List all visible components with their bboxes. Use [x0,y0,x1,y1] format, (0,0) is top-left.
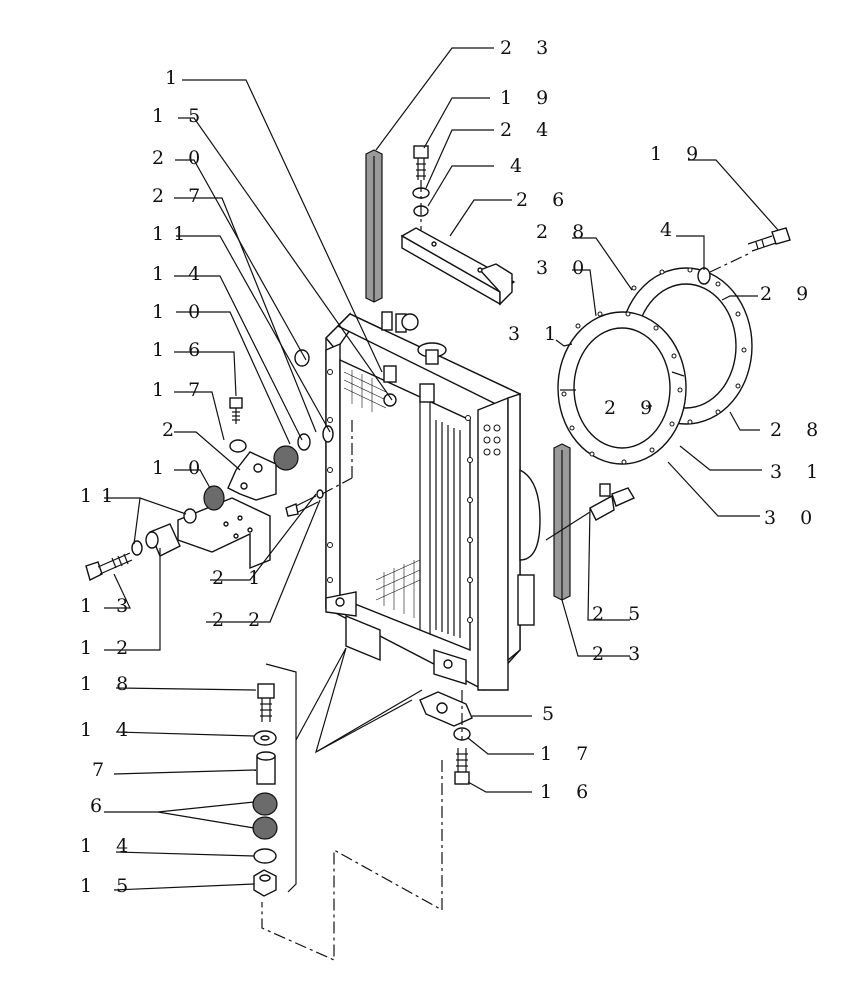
callout-18: 1 8 [80,673,137,695]
callout-7: 7 [92,759,113,781]
callout-30: 3 0 [536,257,593,279]
bottom-parts [252,683,473,897]
callout-19: 1 9 [500,87,557,109]
shroud-rings [557,227,791,465]
left-mount-parts [85,349,334,582]
callout-17: 1 7 [540,743,597,765]
callout-24: 2 4 [500,119,557,141]
callout-31: 3 1 [508,323,565,345]
callout-16: 1 6 [152,339,209,361]
radiator-assembly [325,311,541,691]
callout-10: 1 0 [152,457,209,479]
callout-29: 2 9 [604,397,661,419]
callout-17: 1 7 [152,379,209,401]
callout-14: 1 4 [152,263,209,285]
callout-5: 5 [542,703,563,725]
callout-23: 2 3 [500,37,557,59]
callout-30: 3 0 [764,507,821,529]
callout-11: 11 [152,223,194,245]
drain-valve [545,483,636,541]
callout-15: 1 5 [152,105,209,127]
callout-16: 1 6 [540,781,597,803]
centerlines [261,180,463,961]
callout-21: 2 1 [212,567,269,589]
callout-19: 1 9 [650,143,707,165]
callout-31: 3 1 [770,461,827,483]
callout-28: 2 8 [536,221,593,243]
callout-6: 6 [90,795,111,817]
callout-28: 2 8 [770,419,827,441]
core-fins [435,420,461,638]
callout-26: 2 6 [516,189,573,211]
top-parts [365,145,516,306]
callout-2: 2 [162,419,183,441]
callout-11: 11 [80,485,122,507]
callout-13: 1 3 [80,595,137,617]
right-side-parts [545,443,636,601]
callout-15: 1 5 [80,875,137,897]
callout-27: 2 7 [152,185,209,207]
callout-14: 1 4 [80,835,137,857]
leader-lines [104,47,779,891]
callout-22: 2 2 [212,609,269,631]
flange-holes [327,369,501,623]
callout-25: 2 5 [592,603,649,625]
support-plate [177,497,271,570]
callout-1: 1 [165,67,186,89]
callout-14: 1 4 [80,719,137,741]
callout-labels: 1 1 5 2 0 2 7 11 1 4 1 0 1 6 1 7 2 1 0 1… [80,37,827,897]
callout-10: 1 0 [152,301,209,323]
callout-20: 2 0 [152,147,209,169]
filler-cap [381,311,447,407]
callout-29: 2 9 [760,283,817,305]
mounting-bracket [227,451,277,501]
callout-23: 2 3 [592,643,649,665]
callout-4: 4 [660,219,681,241]
callout-12: 1 2 [80,637,137,659]
callout-4: 4 [510,155,531,177]
core-mesh [343,370,421,618]
